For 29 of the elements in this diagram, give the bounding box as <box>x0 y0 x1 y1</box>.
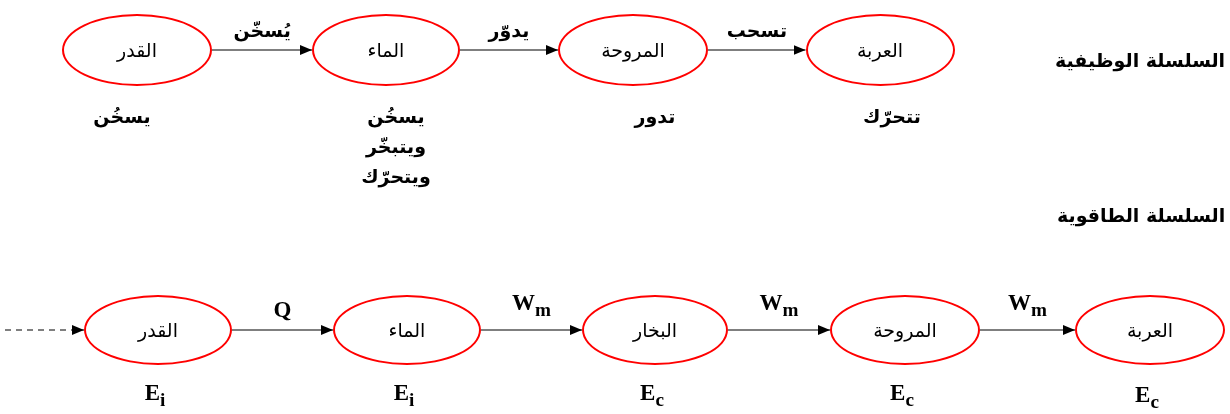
node-caption: يسخُن <box>92 104 152 130</box>
ellipse-node: المروحة <box>558 14 708 86</box>
node-caption: E$_{i}$ <box>392 379 416 412</box>
ellipse-node: البخار <box>582 295 728 365</box>
ellipse-node: الماء <box>312 14 460 86</box>
edge-label: يُسخّن <box>231 18 293 42</box>
ellipse-node: الماء <box>333 295 481 365</box>
ellipse-node: العربة <box>805 14 955 86</box>
arrow <box>231 325 334 335</box>
node-caption: E$_{c}$ <box>639 379 665 412</box>
row-heading: السلسلة الوظيفية <box>1055 49 1226 71</box>
ellipse-node: المروحة <box>830 295 980 365</box>
arrow <box>707 45 807 55</box>
arrow <box>211 45 313 55</box>
node-caption: يسخُن ويتبخّر ويتحرّك <box>361 104 431 190</box>
ellipse-node: القدر <box>84 295 232 365</box>
arrow <box>727 325 831 335</box>
node-caption: E$_{c}$ <box>889 379 915 412</box>
ellipse-node: القدر <box>62 14 212 86</box>
row-heading: السلسلة الطاقوية <box>1057 204 1226 226</box>
arrow <box>979 325 1076 335</box>
arrow <box>4 325 85 335</box>
arrow <box>480 325 583 335</box>
node-caption: تدور <box>632 104 677 130</box>
node-caption: تتحرّك <box>862 104 922 130</box>
arrow <box>459 45 559 55</box>
ellipse-node: العربة <box>1075 295 1225 365</box>
node-caption: E$_{c}$ <box>1134 381 1160 414</box>
node-caption: E$_{i}$ <box>143 379 167 412</box>
